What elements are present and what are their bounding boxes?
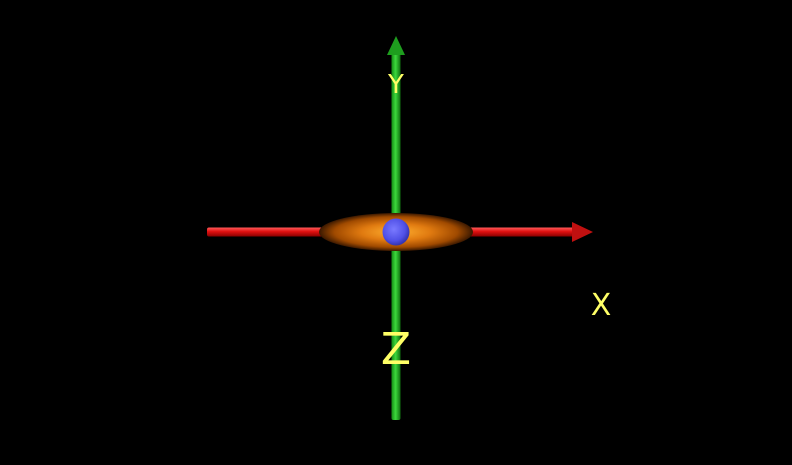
origin-sphere <box>382 218 410 246</box>
x-axis-arrowhead <box>572 222 593 242</box>
y-axis-label: Y <box>387 70 404 100</box>
y-axis-arrowhead <box>387 36 405 55</box>
z-axis-label: Z <box>381 324 411 375</box>
x-axis-label: X <box>591 288 612 323</box>
